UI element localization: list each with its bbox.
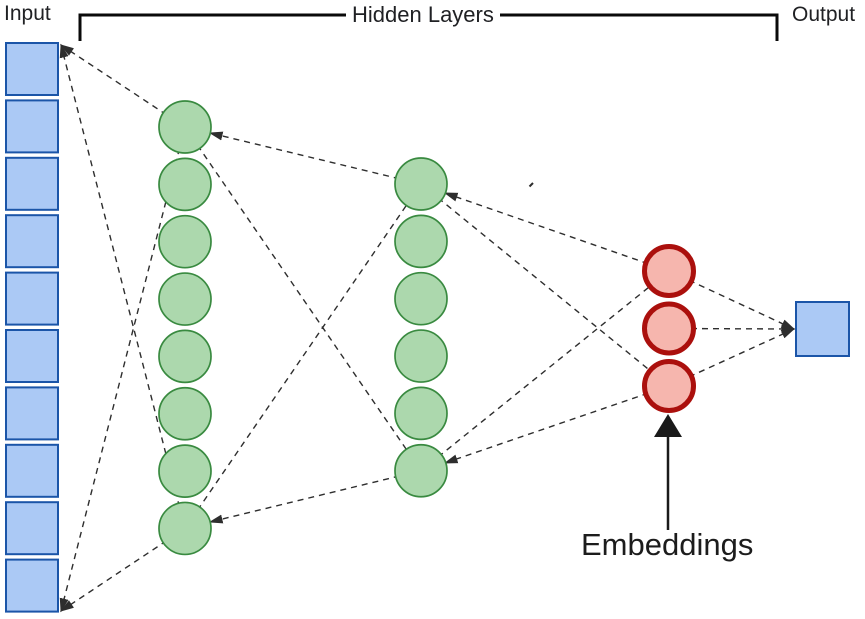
- connector-line: [184, 126, 422, 472]
- hidden2-node: [394, 214, 448, 269]
- output-node: [795, 301, 850, 357]
- input-node: [5, 42, 59, 96]
- connector-line: [420, 183, 670, 387]
- input-node: [5, 156, 59, 211]
- hidden1-node: [158, 100, 212, 154]
- hidden1-node: [158, 272, 212, 326]
- hidden1-node: [158, 386, 212, 441]
- connector-line: [668, 324, 796, 334]
- embedding-node: [642, 244, 696, 298]
- hidden1-node: [158, 214, 212, 269]
- hidden2-node: [394, 271, 448, 326]
- hidden2-node: [394, 157, 448, 211]
- embeddings-label: Embeddings: [581, 527, 754, 562]
- hidden2-node: [394, 443, 448, 498]
- connector-line: [443, 385, 670, 464]
- hidden2-node: [394, 329, 448, 383]
- hidden1-node: [158, 329, 212, 384]
- input-node: [5, 214, 59, 269]
- input-node: [5, 443, 59, 498]
- input-node: [5, 99, 59, 154]
- hidden2-node: [394, 386, 448, 441]
- hidden-layers-label: Hidden Layers: [346, 2, 500, 28]
- input-label: Input: [4, 2, 51, 25]
- input-node: [5, 501, 59, 556]
- connector-line: [208, 131, 422, 185]
- embedding-node: [642, 359, 696, 413]
- connector-line: [420, 270, 670, 472]
- embedding-node: [642, 301, 696, 356]
- input-node: [5, 271, 59, 326]
- input-node: [5, 386, 59, 441]
- hidden1-node: [158, 444, 212, 498]
- connector-line: [208, 470, 422, 524]
- hidden1-node: [158, 501, 212, 556]
- hidden1-node: [158, 157, 212, 212]
- stray-mark: [528, 182, 534, 188]
- input-node: [5, 329, 59, 383]
- input-node: [5, 558, 59, 613]
- connector-line: [443, 192, 670, 272]
- embeddings-arrow-head: [654, 414, 682, 437]
- connector-line: [184, 183, 422, 529]
- output-label: Output: [792, 3, 856, 26]
